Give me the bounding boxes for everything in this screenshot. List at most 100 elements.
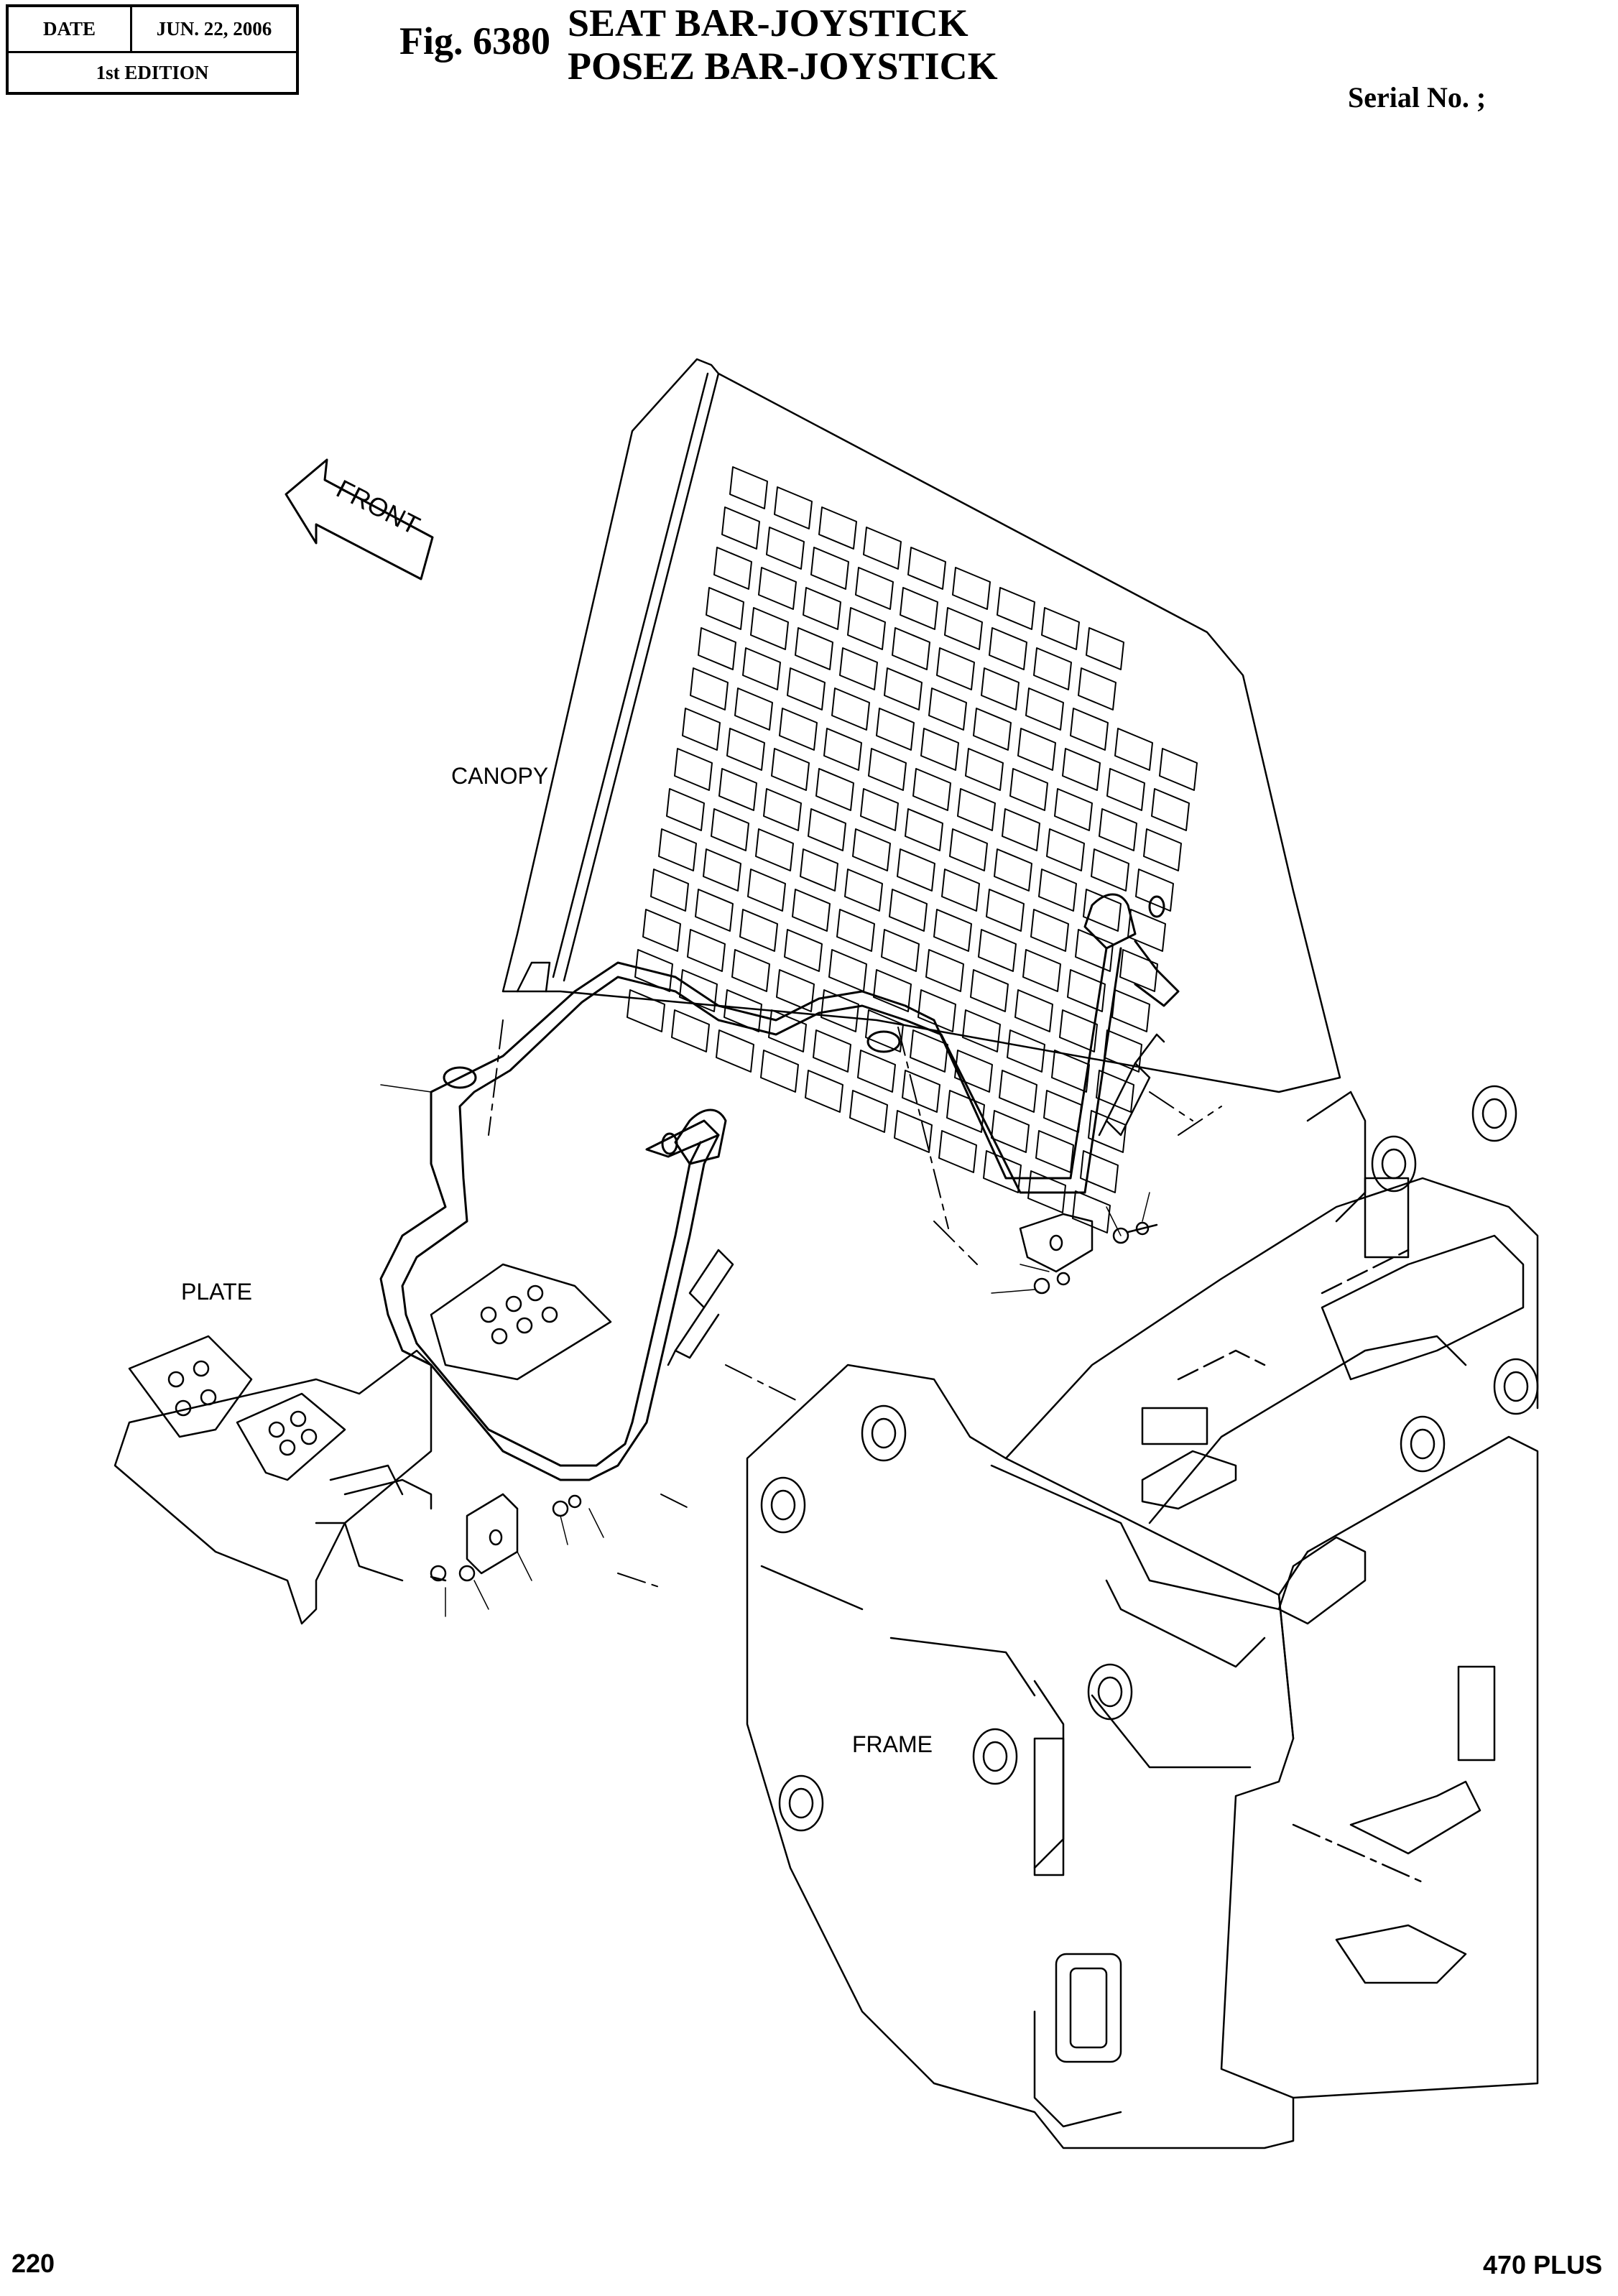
mesh-cell xyxy=(768,1009,807,1052)
machine-frame xyxy=(746,1091,1539,2149)
mesh-cell xyxy=(718,768,757,811)
mesh-cell xyxy=(868,748,907,791)
frame-pivot-bosses xyxy=(760,1085,1539,1832)
seat-bar xyxy=(379,893,1180,1481)
mesh-cell xyxy=(1080,1150,1119,1193)
mesh-cell xyxy=(1025,688,1064,731)
mesh-cell xyxy=(897,848,935,892)
reference-dash-lines xyxy=(488,1019,1222,1588)
mesh-cell xyxy=(997,587,1035,630)
mesh-cell xyxy=(642,909,681,952)
mesh-cell xyxy=(742,647,781,690)
mesh-cell xyxy=(1030,909,1069,952)
mesh-cell xyxy=(650,869,689,912)
figure-title: SEAT BAR-JOYSTICK POSEZ BAR-JOYSTICK xyxy=(568,1,998,88)
mesh-cell xyxy=(747,869,786,912)
mesh-cell xyxy=(674,748,713,791)
mesh-cell xyxy=(731,949,770,992)
mesh-cell xyxy=(1099,808,1137,851)
mesh-cell xyxy=(716,1029,754,1073)
frame-side-plates xyxy=(1033,1177,1496,2063)
bracket-lower-left xyxy=(466,1493,519,1575)
mesh-cell xyxy=(1054,788,1093,831)
mesh-cell xyxy=(792,889,831,932)
mesh-cell xyxy=(828,949,867,992)
mesh-cell xyxy=(758,567,797,610)
mesh-cell xyxy=(1111,989,1150,1032)
mesh-cell xyxy=(970,969,1009,1012)
fastener-hardware xyxy=(430,1221,1158,1582)
mesh-cell xyxy=(766,527,805,570)
mesh-cell xyxy=(1038,869,1077,912)
mesh-cell xyxy=(1143,828,1182,871)
mesh-cell xyxy=(863,527,902,570)
mesh-cell xyxy=(682,708,721,751)
mesh-cell xyxy=(721,506,760,550)
mesh-cell xyxy=(755,828,794,871)
mesh-cell xyxy=(1083,889,1122,932)
mesh-cell xyxy=(713,547,752,590)
mesh-cell xyxy=(949,828,988,871)
mesh-cell xyxy=(1088,1110,1127,1153)
mesh-cell xyxy=(776,969,815,1012)
mesh-cell xyxy=(1091,848,1129,892)
date-label: DATE xyxy=(9,7,132,53)
mesh-cell xyxy=(989,627,1027,670)
mesh-cell xyxy=(695,889,734,932)
mesh-cell xyxy=(726,728,765,771)
mesh-cell xyxy=(1072,1190,1111,1233)
gas-spring-right xyxy=(1098,1033,1165,1137)
mesh-cell xyxy=(983,1150,1022,1193)
mesh-cell xyxy=(813,1029,851,1073)
mesh-cell xyxy=(820,989,859,1032)
mesh-cell xyxy=(857,1050,896,1093)
mesh-cell xyxy=(1051,1050,1090,1093)
mesh-cell xyxy=(763,788,802,831)
mesh-cell xyxy=(787,667,826,710)
mesh-cell xyxy=(994,848,1032,892)
mesh-cell xyxy=(889,889,928,932)
mesh-cell xyxy=(818,506,857,550)
mesh-cell xyxy=(823,728,862,771)
mesh-cell xyxy=(999,1070,1037,1113)
front-arrow-label: FRONT xyxy=(332,473,425,540)
figure-number: Fig. 6380 xyxy=(399,19,550,63)
date-value: JUN. 22, 2006 xyxy=(132,7,296,53)
mesh-cell xyxy=(1075,929,1114,972)
mesh-cell xyxy=(905,808,943,851)
mesh-cell xyxy=(1070,708,1109,751)
mesh-cell xyxy=(750,607,789,650)
mesh-cell xyxy=(839,647,878,690)
mesh-cell xyxy=(892,627,930,670)
mesh-cell xyxy=(1127,909,1166,952)
mesh-cell xyxy=(734,688,773,731)
mesh-cell xyxy=(847,607,886,650)
mesh-cell xyxy=(1086,627,1124,670)
mesh-cell xyxy=(627,989,665,1032)
canopy-screen xyxy=(501,358,1341,1233)
mesh-cell xyxy=(925,949,964,992)
mesh-cell xyxy=(1017,728,1056,771)
mesh-cell xyxy=(671,1009,710,1052)
figure-title-line2: POSEZ BAR-JOYSTICK xyxy=(568,45,998,88)
mesh-cell xyxy=(795,627,833,670)
mesh-cell xyxy=(986,889,1025,932)
mesh-cell xyxy=(884,667,923,710)
mesh-cell xyxy=(690,667,729,710)
edition-header-box: DATE JUN. 22, 2006 1st EDITION xyxy=(6,4,299,95)
mesh-cell xyxy=(902,1070,940,1113)
mesh-cell xyxy=(706,587,744,630)
mesh-cell xyxy=(800,848,838,892)
mesh-cell xyxy=(739,909,778,952)
mesh-cell xyxy=(1096,1070,1134,1113)
mesh-cell xyxy=(808,808,846,851)
mesh-cell xyxy=(855,567,894,610)
mesh-cell xyxy=(1067,969,1106,1012)
mesh-cell xyxy=(1009,768,1048,811)
mesh-cell xyxy=(920,728,959,771)
mesh-cell xyxy=(711,808,749,851)
mesh-cell xyxy=(952,567,991,610)
mesh-cell xyxy=(1114,728,1153,771)
mesh-cell xyxy=(965,748,1004,791)
mesh-cell xyxy=(771,748,810,791)
